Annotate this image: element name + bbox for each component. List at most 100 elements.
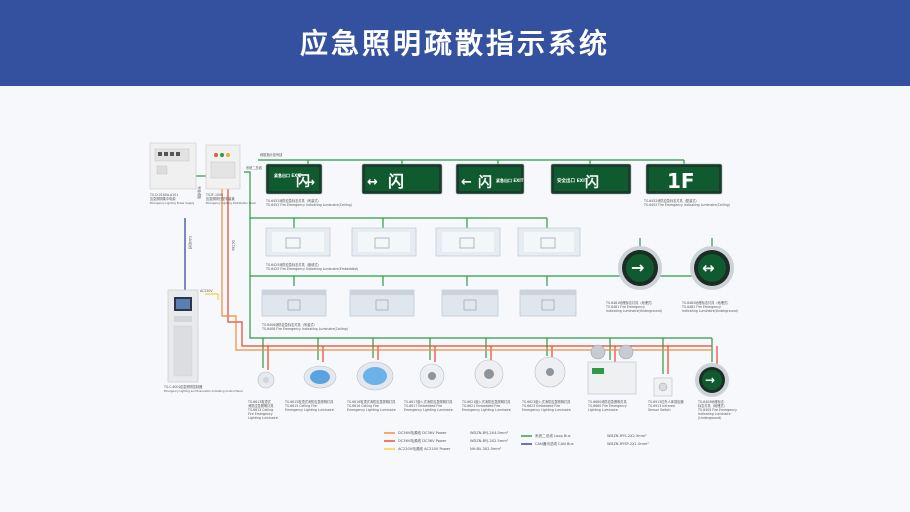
page-title: 应急照明疏散指示系统: [299, 27, 610, 60]
round-sign-double: ↔ TS-6482地埋标志灯具（地埋式） TS-6482 Fire Emerge…: [681, 246, 738, 313]
fixture-6615: [303, 365, 337, 389]
arrow-left-right-icon: ↔: [367, 175, 378, 190]
legend-cable-spec: WDZN-BYJ-2X4.0mm²: [470, 431, 509, 435]
distribution-code: TS-IF-1006: [205, 193, 223, 197]
embedded-sign-2: [351, 227, 417, 257]
loop-bus-drops-row1: [307, 160, 685, 164]
exit-sign-left: ← 闪 紧急出口 EXIT: [455, 163, 525, 195]
control-panel-name-cn: 应急照明控制器: [180, 384, 203, 389]
fixture-caption-line: TS-6913红外人体感应器: [647, 399, 684, 404]
row4-fixtures: →: [257, 344, 729, 397]
fixture-6680: [587, 344, 637, 395]
fixture-caption-line: Emergency Lighting Luminaire: [522, 408, 571, 412]
exit-sign-right-glyph: 闪: [296, 174, 310, 190]
fixture-caption-line: Emergency Lighting Luminaire: [285, 408, 334, 412]
round-sign-right-caption-3: Indicating Luminaire(Underground): [606, 309, 662, 313]
loop-bus-second: [244, 171, 548, 228]
wire-label-loop-top: 疏散指示信号线: [260, 152, 283, 157]
legend-label: AC220V电源线 AC220V Power: [398, 446, 451, 451]
fixture-caption-line: Emergency Lighting Luminaire: [404, 408, 453, 412]
round-arrow-right-icon: →: [631, 258, 644, 277]
wire-label-ac: AC220V: [200, 289, 213, 293]
row1-caption-cn: TS-6452消防应急标志灯具（吊装式）: [265, 198, 321, 203]
wire-label-can: CAN总线: [188, 236, 193, 250]
fixture-6617: [419, 363, 445, 389]
distribution-name-cn: 应急照明分配电装置: [206, 196, 235, 201]
dc-power-line-2: [221, 180, 712, 351]
row1-signs: 紧急出口 EXIT 闪 → 闪 ↔ ← 闪 紧急出口 EXIT 安全出口 EXI…: [265, 163, 730, 207]
fixture-caption-line: TS-6617嵌入式消防应急照明灯具: [403, 399, 453, 404]
round-sign-double-caption-2: TS-6482 Fire Emergency: [681, 305, 721, 309]
fixture-caption-line: TS-6615 Ceiling Fire: [284, 404, 317, 408]
legend-cable-spec: WDZN-RYS-2X2.5mm²: [607, 434, 647, 438]
row2-caption-cn: TS-6425消防应急标志灯具（嵌墙式）: [265, 262, 321, 267]
exit-sign-right: 紧急出口 EXIT 闪 →: [265, 163, 323, 195]
round-sign-right: → TS-6481地埋标志灯具（地埋式） TS-6481 Fire Emerge…: [605, 246, 662, 313]
legend-label: CAN通讯总线 CAN Bus: [535, 441, 574, 446]
embedded-sign-1: [265, 227, 331, 257]
ceiling-sign-3: [441, 289, 499, 317]
row3-caption-en: TS-6406 Fire Emergency Indicating Lumina…: [261, 327, 348, 331]
row1-caption-en: TS-6452 Fire Emergency Indicating Lumina…: [265, 203, 352, 207]
fixture-caption-line: Lighting Luminaire: [248, 416, 278, 420]
safety-exit-sign: 安全出口 EXIT 闪: [550, 163, 632, 195]
fixture-caption-line: Fire Emergency: [248, 412, 273, 416]
fixture-caption-line: TS-6913 Infrared: [647, 404, 675, 408]
floor-sign: 1F: [645, 163, 723, 195]
row1-right-caption-en: TS-6452 Fire Emergency Indicating Lumina…: [643, 203, 730, 207]
embedded-sign-4: [517, 227, 581, 257]
exit-sign-left-text: 紧急出口 EXIT: [496, 177, 524, 183]
exit-sign-left-glyph: 闪: [478, 175, 492, 191]
legend-label: DC36V电源线 DC36V Power: [398, 430, 447, 435]
fixture-caption-line: 标志灯具（地埋式）: [698, 403, 727, 408]
fixture-6913-sensor: [653, 377, 673, 397]
fixture-caption-line: Emergency Lighting Luminaire: [347, 408, 396, 412]
legend-label: 系统二总线 Loop Bus: [535, 433, 571, 438]
wire-label-side: 专用线路: [197, 186, 202, 200]
safety-exit-text: 安全出口 EXIT: [557, 177, 589, 184]
control-panel-code: TS-C-6001: [163, 385, 181, 389]
distribution-name-en: Emergency Lighting Distribution Panel: [206, 201, 256, 205]
control-panel-name-en: Emergency Lighting and Evacuation Indica…: [164, 389, 243, 393]
row1-right-caption-cn: TS-6452消防应急标志灯具（壁装式）: [643, 198, 699, 203]
fixture-caption-line: TS-6680 Fire Emergency: [587, 404, 627, 408]
fixture-caption-line: TS-6613吸顶式: [247, 399, 272, 404]
power-supply-unit: TS-D-0160A-A101 应急照明集中电源 Emergency Light…: [149, 142, 197, 205]
power-supply-name-cn: 应急照明集中电源: [150, 196, 176, 201]
ceiling-sign-2: [349, 289, 415, 317]
fixture-caption-line: TS-6613 Ceiling: [247, 408, 273, 412]
fixture-caption-line: TS-6615吸顶式消防应急照明灯具: [284, 399, 334, 404]
fixture-caption-line: TS-6621 Embedded Fire: [461, 404, 500, 408]
row3-caption-cn: TS-6406消防应急标志灯具（吊装式）: [261, 322, 317, 327]
distribution-panel-unit: TS-IF-1006 应急照明分配电装置 Emergency Lighting …: [205, 144, 256, 205]
control-panel-unit: TS-C-6001 应急照明控制器 Emergency Lighting and…: [163, 289, 243, 393]
fixture-arrow-right-icon: →: [705, 373, 715, 387]
round-arrow-double-icon: ↔: [702, 259, 715, 277]
title-banner: 应急照明疏散指示系统: [0, 0, 910, 86]
exit-sign-right-text: 紧急出口 EXIT: [274, 172, 302, 178]
round-sign-right-caption-2: TS-6481 Fire Emergency: [605, 305, 645, 309]
wire-label-loop-second: 系统二总线: [246, 165, 263, 170]
fixture-6621: [474, 359, 504, 389]
fixture-6613: [257, 371, 275, 389]
power-supply-code: TS-D-0160A-A101: [149, 193, 178, 197]
dc-power-line: [227, 180, 712, 347]
fixture-caption-line: Indicating Luminaire: [698, 412, 731, 416]
exit-sign-double: 闪 ↔: [361, 163, 443, 195]
legend-cable-spec: NH-BV-3X2.5mm²: [470, 447, 502, 451]
fixture-caption-line: TS-6621嵌入式消防应急照明灯具: [461, 399, 511, 404]
fixture-caption-line: TS-6623 Embedded Fire: [521, 404, 560, 408]
fixture-caption-line: TS-6409地埋标志: [697, 399, 725, 404]
safety-exit-glyph: 闪: [585, 175, 599, 191]
ceiling-sign-1: [261, 289, 327, 317]
fixture-caption-line: TS-6617 Embedded Fire: [403, 404, 442, 408]
wire-label-dc: DC36V: [231, 240, 235, 252]
loop-bus-row4: [249, 276, 713, 374]
ceiling-sign-4: [519, 289, 577, 317]
exit-sign-double-glyph: 闪: [388, 172, 404, 191]
fixture-caption-line: TS-6680消防应急照明灯具: [587, 399, 628, 404]
round-sign-double-caption-1: TS-6482地埋标志灯具（地埋式）: [681, 300, 730, 305]
system-diagram: 疏散指示信号线 系统二总线 CAN总线 DC36V AC220V 专用线路 TS…: [149, 142, 738, 451]
